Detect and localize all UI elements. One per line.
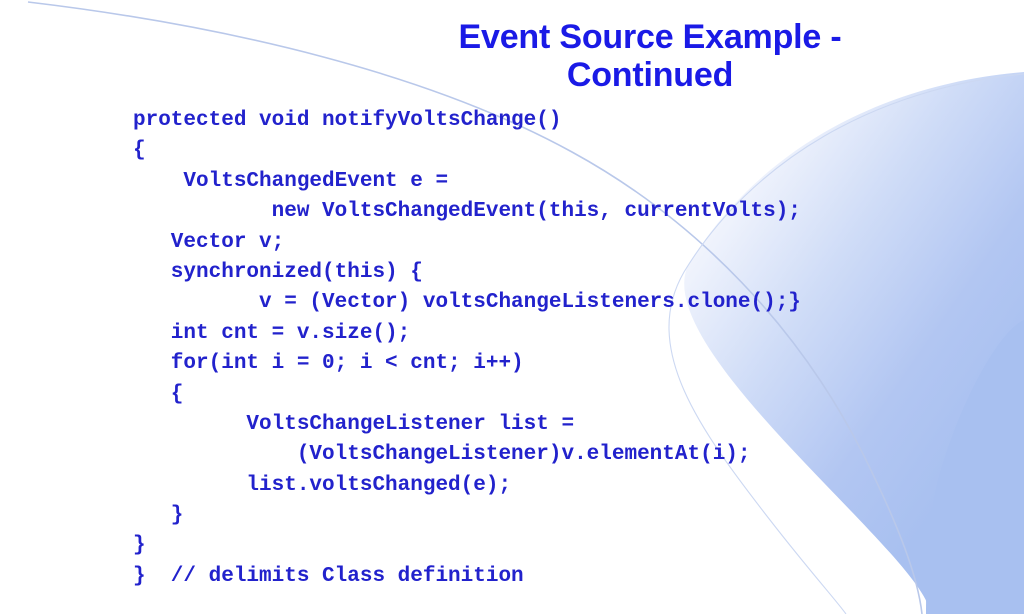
code-line: synchronized(this) {: [133, 260, 423, 284]
code-line: }: [133, 534, 146, 558]
code-line: }: [133, 504, 184, 528]
page-title-line-1: Event Source Example -: [458, 18, 842, 56]
code-line: list.voltsChanged(e);: [133, 473, 512, 497]
wedge-solid-corner: [926, 320, 1024, 614]
code-line: VoltsChangeListener list =: [133, 412, 575, 436]
page-title: Event Source Example - Continued: [240, 18, 1024, 94]
code-line: } // delimits Class definition: [133, 564, 524, 588]
code-line: VoltsChangedEvent e =: [133, 169, 449, 193]
code-listing: protected void notifyVoltsChange() { Volt…: [133, 106, 801, 592]
code-line: (VoltsChangeListener)v.elementAt(i);: [133, 443, 751, 467]
page-title-line-2: Continued: [566, 56, 734, 94]
code-line: Vector v;: [133, 230, 285, 254]
code-line: for(int i = 0; i < cnt; i++): [133, 352, 524, 376]
code-line: int cnt = v.size();: [133, 321, 411, 345]
code-line: new VoltsChangedEvent(this, currentVolts…: [133, 200, 801, 224]
code-line: v = (Vector) voltsChangeListeners.clone(…: [133, 291, 801, 315]
code-line: {: [133, 139, 146, 163]
code-line: protected void notifyVoltsChange(): [133, 109, 562, 132]
code-line: {: [133, 382, 184, 406]
